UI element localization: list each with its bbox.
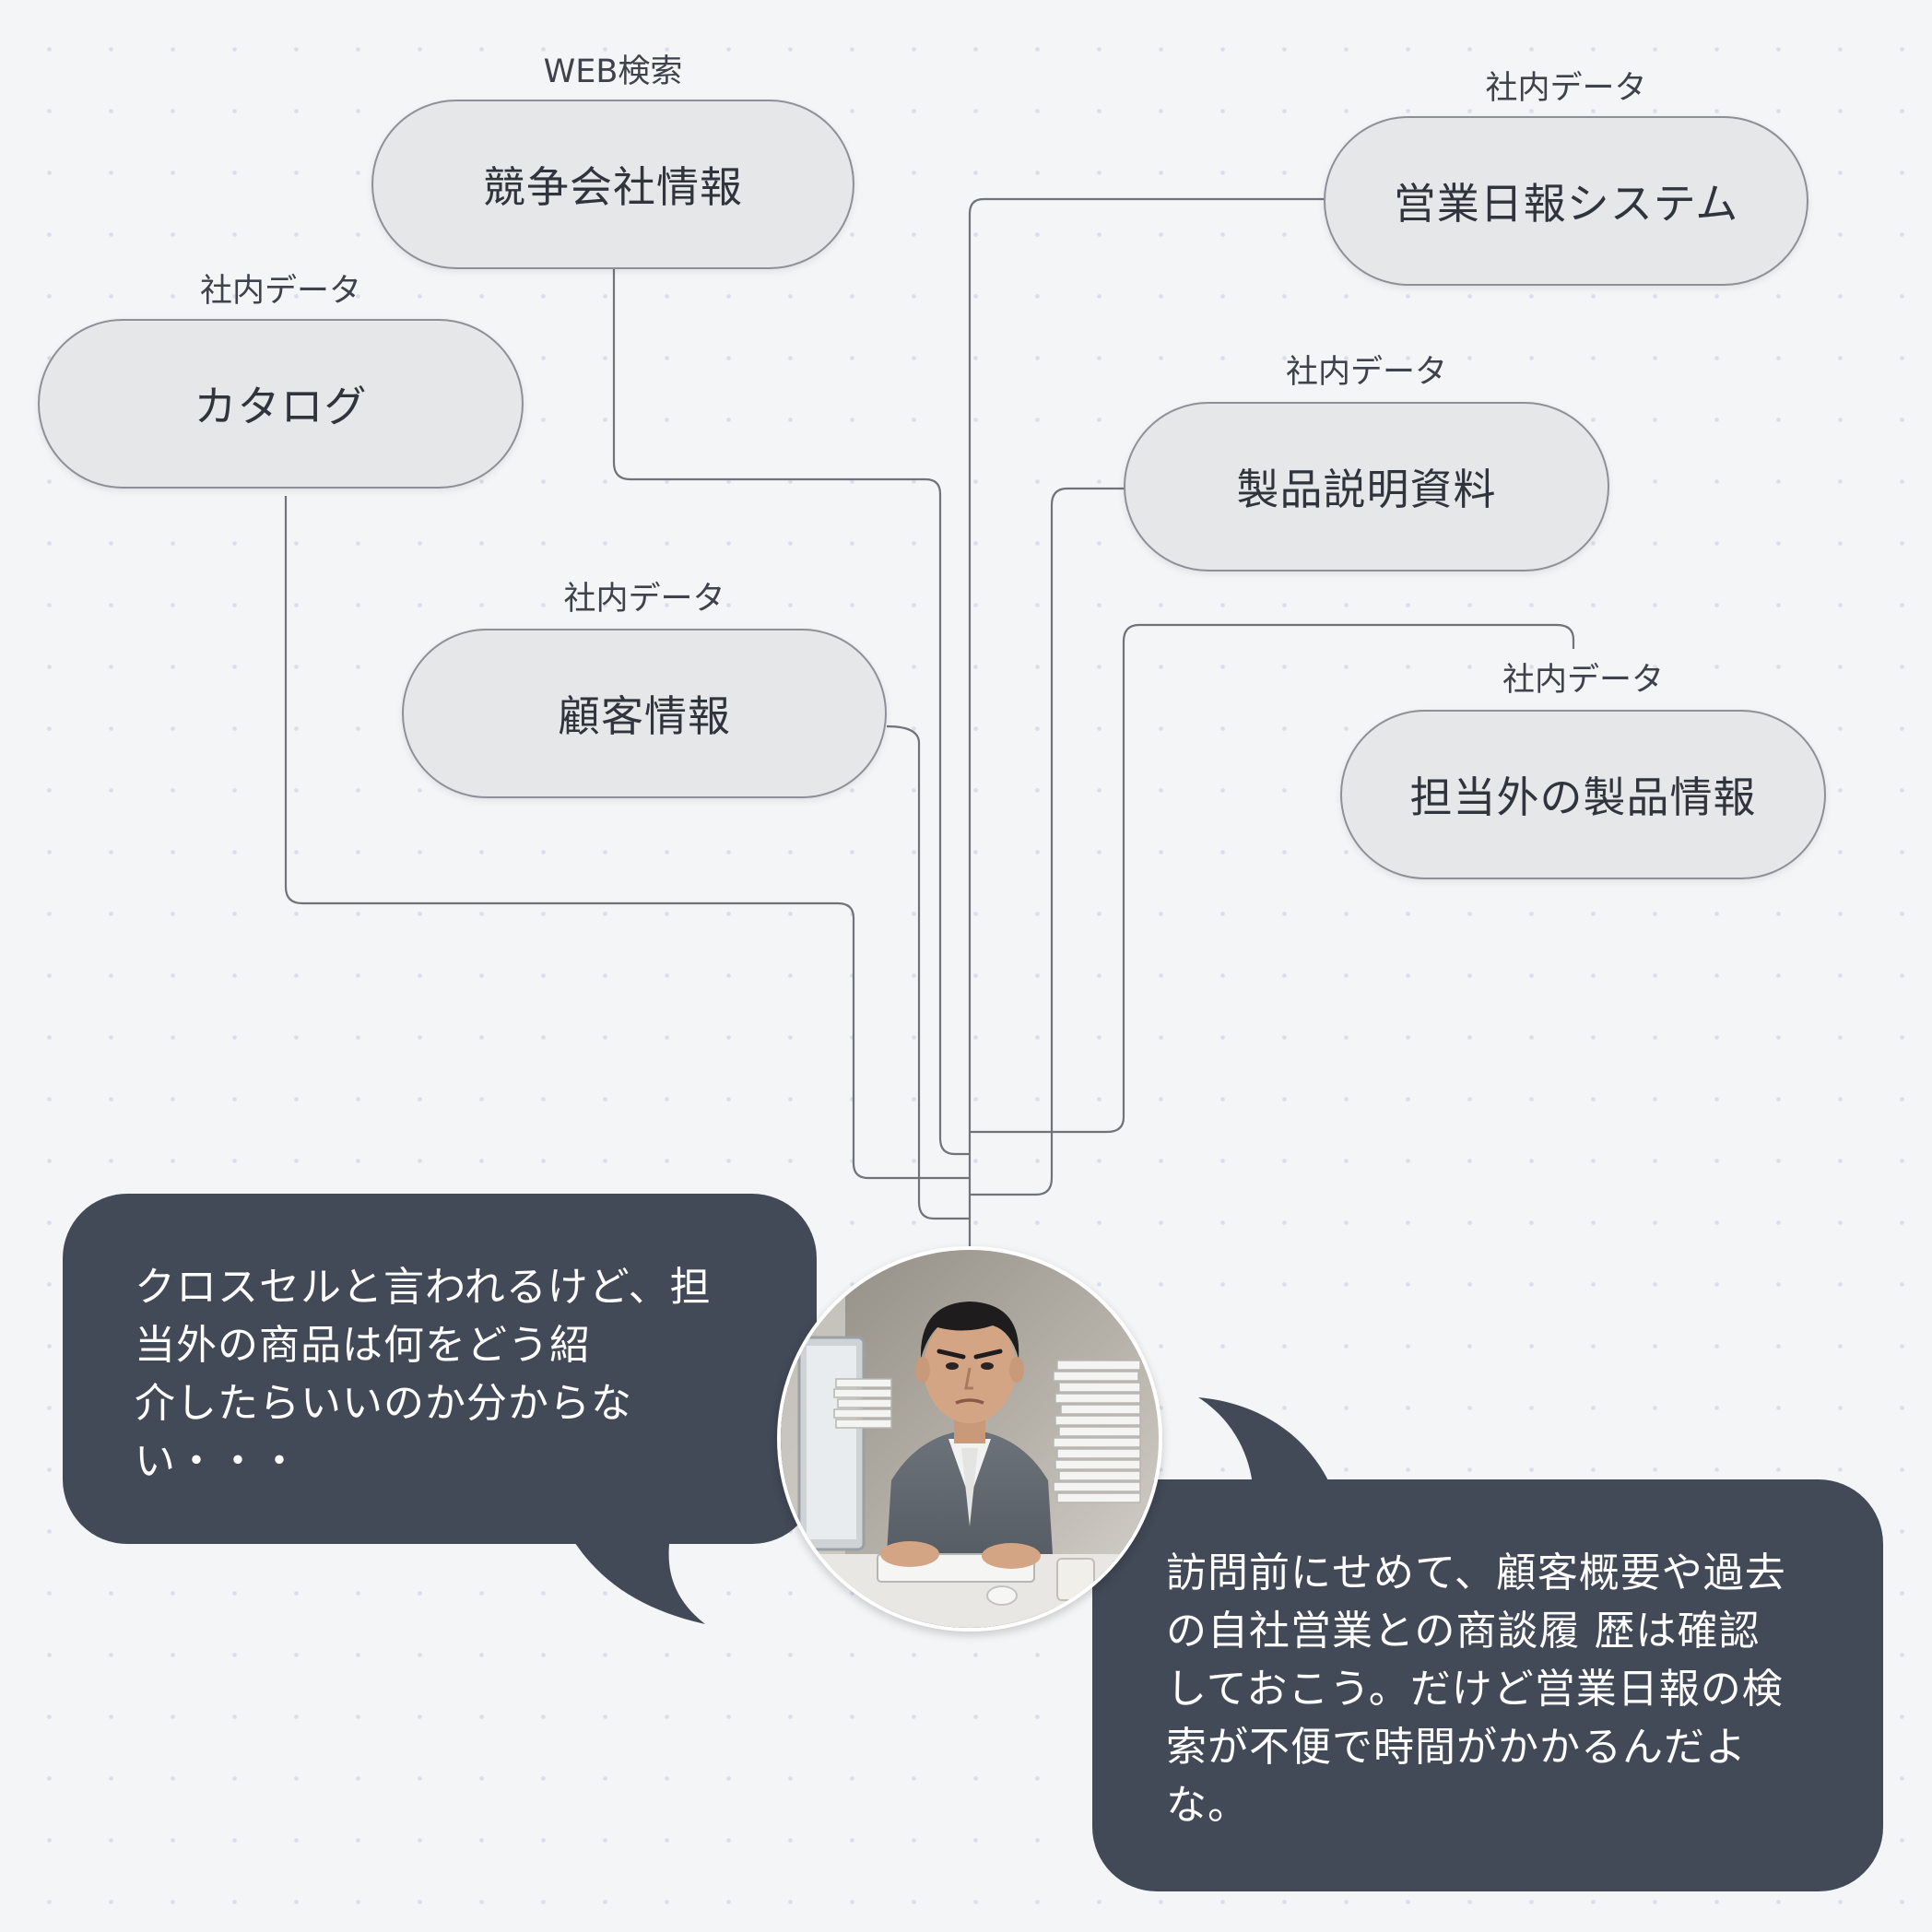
node-pill: カタログ xyxy=(38,319,524,489)
node-daily-report[interactable]: 社内データ 営業日報システム xyxy=(1324,70,1808,286)
connector-customer xyxy=(886,724,970,1220)
node-pill: 製品説明資料 xyxy=(1124,402,1609,571)
node-tag: 社内データ xyxy=(199,273,361,310)
connector-catalog xyxy=(284,496,970,1180)
bubble-line: い・・・ xyxy=(135,1438,300,1485)
node-tag: 社内データ xyxy=(563,581,725,618)
node-pill: 競争会社情報 xyxy=(371,100,854,269)
stressed-businessman-at-desk-icon xyxy=(777,1246,1162,1632)
bubble-line: の自社営業との商談履 歴は確認 xyxy=(1166,1608,1761,1655)
bubble-line: クロスセルと言われるけど、担 xyxy=(135,1264,712,1311)
connector-daily-report xyxy=(968,197,1324,1255)
node-pill: 担当外の製品情報 xyxy=(1340,710,1826,879)
node-catalog[interactable]: 社内データ カタログ xyxy=(38,273,524,489)
node-pill: 顧客情報 xyxy=(402,629,887,798)
connector-competitor xyxy=(612,269,970,1156)
bubble-line: な。 xyxy=(1166,1782,1249,1829)
node-customer[interactable]: 社内データ 顧客情報 xyxy=(402,581,887,798)
node-tag: 社内データ xyxy=(1502,662,1664,699)
node-tag: WEB検索 xyxy=(543,53,683,90)
node-tag: 社内データ xyxy=(1485,70,1647,107)
speech-bubble-right: 訪問前にせめて、顧客概要や過去 の自社営業との商談履 歴は確認 しておこう。だけ… xyxy=(1092,1479,1883,1891)
connector-product-docs xyxy=(970,487,1125,1196)
node-other-products[interactable]: 社内データ 担当外の製品情報 xyxy=(1340,662,1826,879)
bubble-right-tail xyxy=(1198,1397,1335,1495)
node-competitor[interactable]: WEB検索 競争会社情報 xyxy=(371,53,854,269)
bubble-line: 介したらいいのか分からな xyxy=(135,1380,632,1427)
bubble-line: 索が不便で時間がかかるんだよ xyxy=(1166,1724,1747,1771)
node-pill: 営業日報システム xyxy=(1324,116,1808,286)
node-product-docs[interactable]: 社内データ 製品説明資料 xyxy=(1124,354,1609,571)
bubble-line: 訪問前にせめて、顧客概要や過去 xyxy=(1166,1549,1786,1596)
bubble-left-tail xyxy=(562,1521,705,1624)
speech-bubble-left: クロスセルと言われるけど、担 当外の商品は何をどう紹 介したらいいのか分からな … xyxy=(63,1194,817,1544)
bubble-line: 当外の商品は何をどう紹 xyxy=(135,1322,591,1369)
connector-other-products xyxy=(970,623,1575,1134)
bubble-line: しておこう。だけど営業日報の検 xyxy=(1166,1666,1784,1713)
node-tag: 社内データ xyxy=(1285,354,1447,391)
